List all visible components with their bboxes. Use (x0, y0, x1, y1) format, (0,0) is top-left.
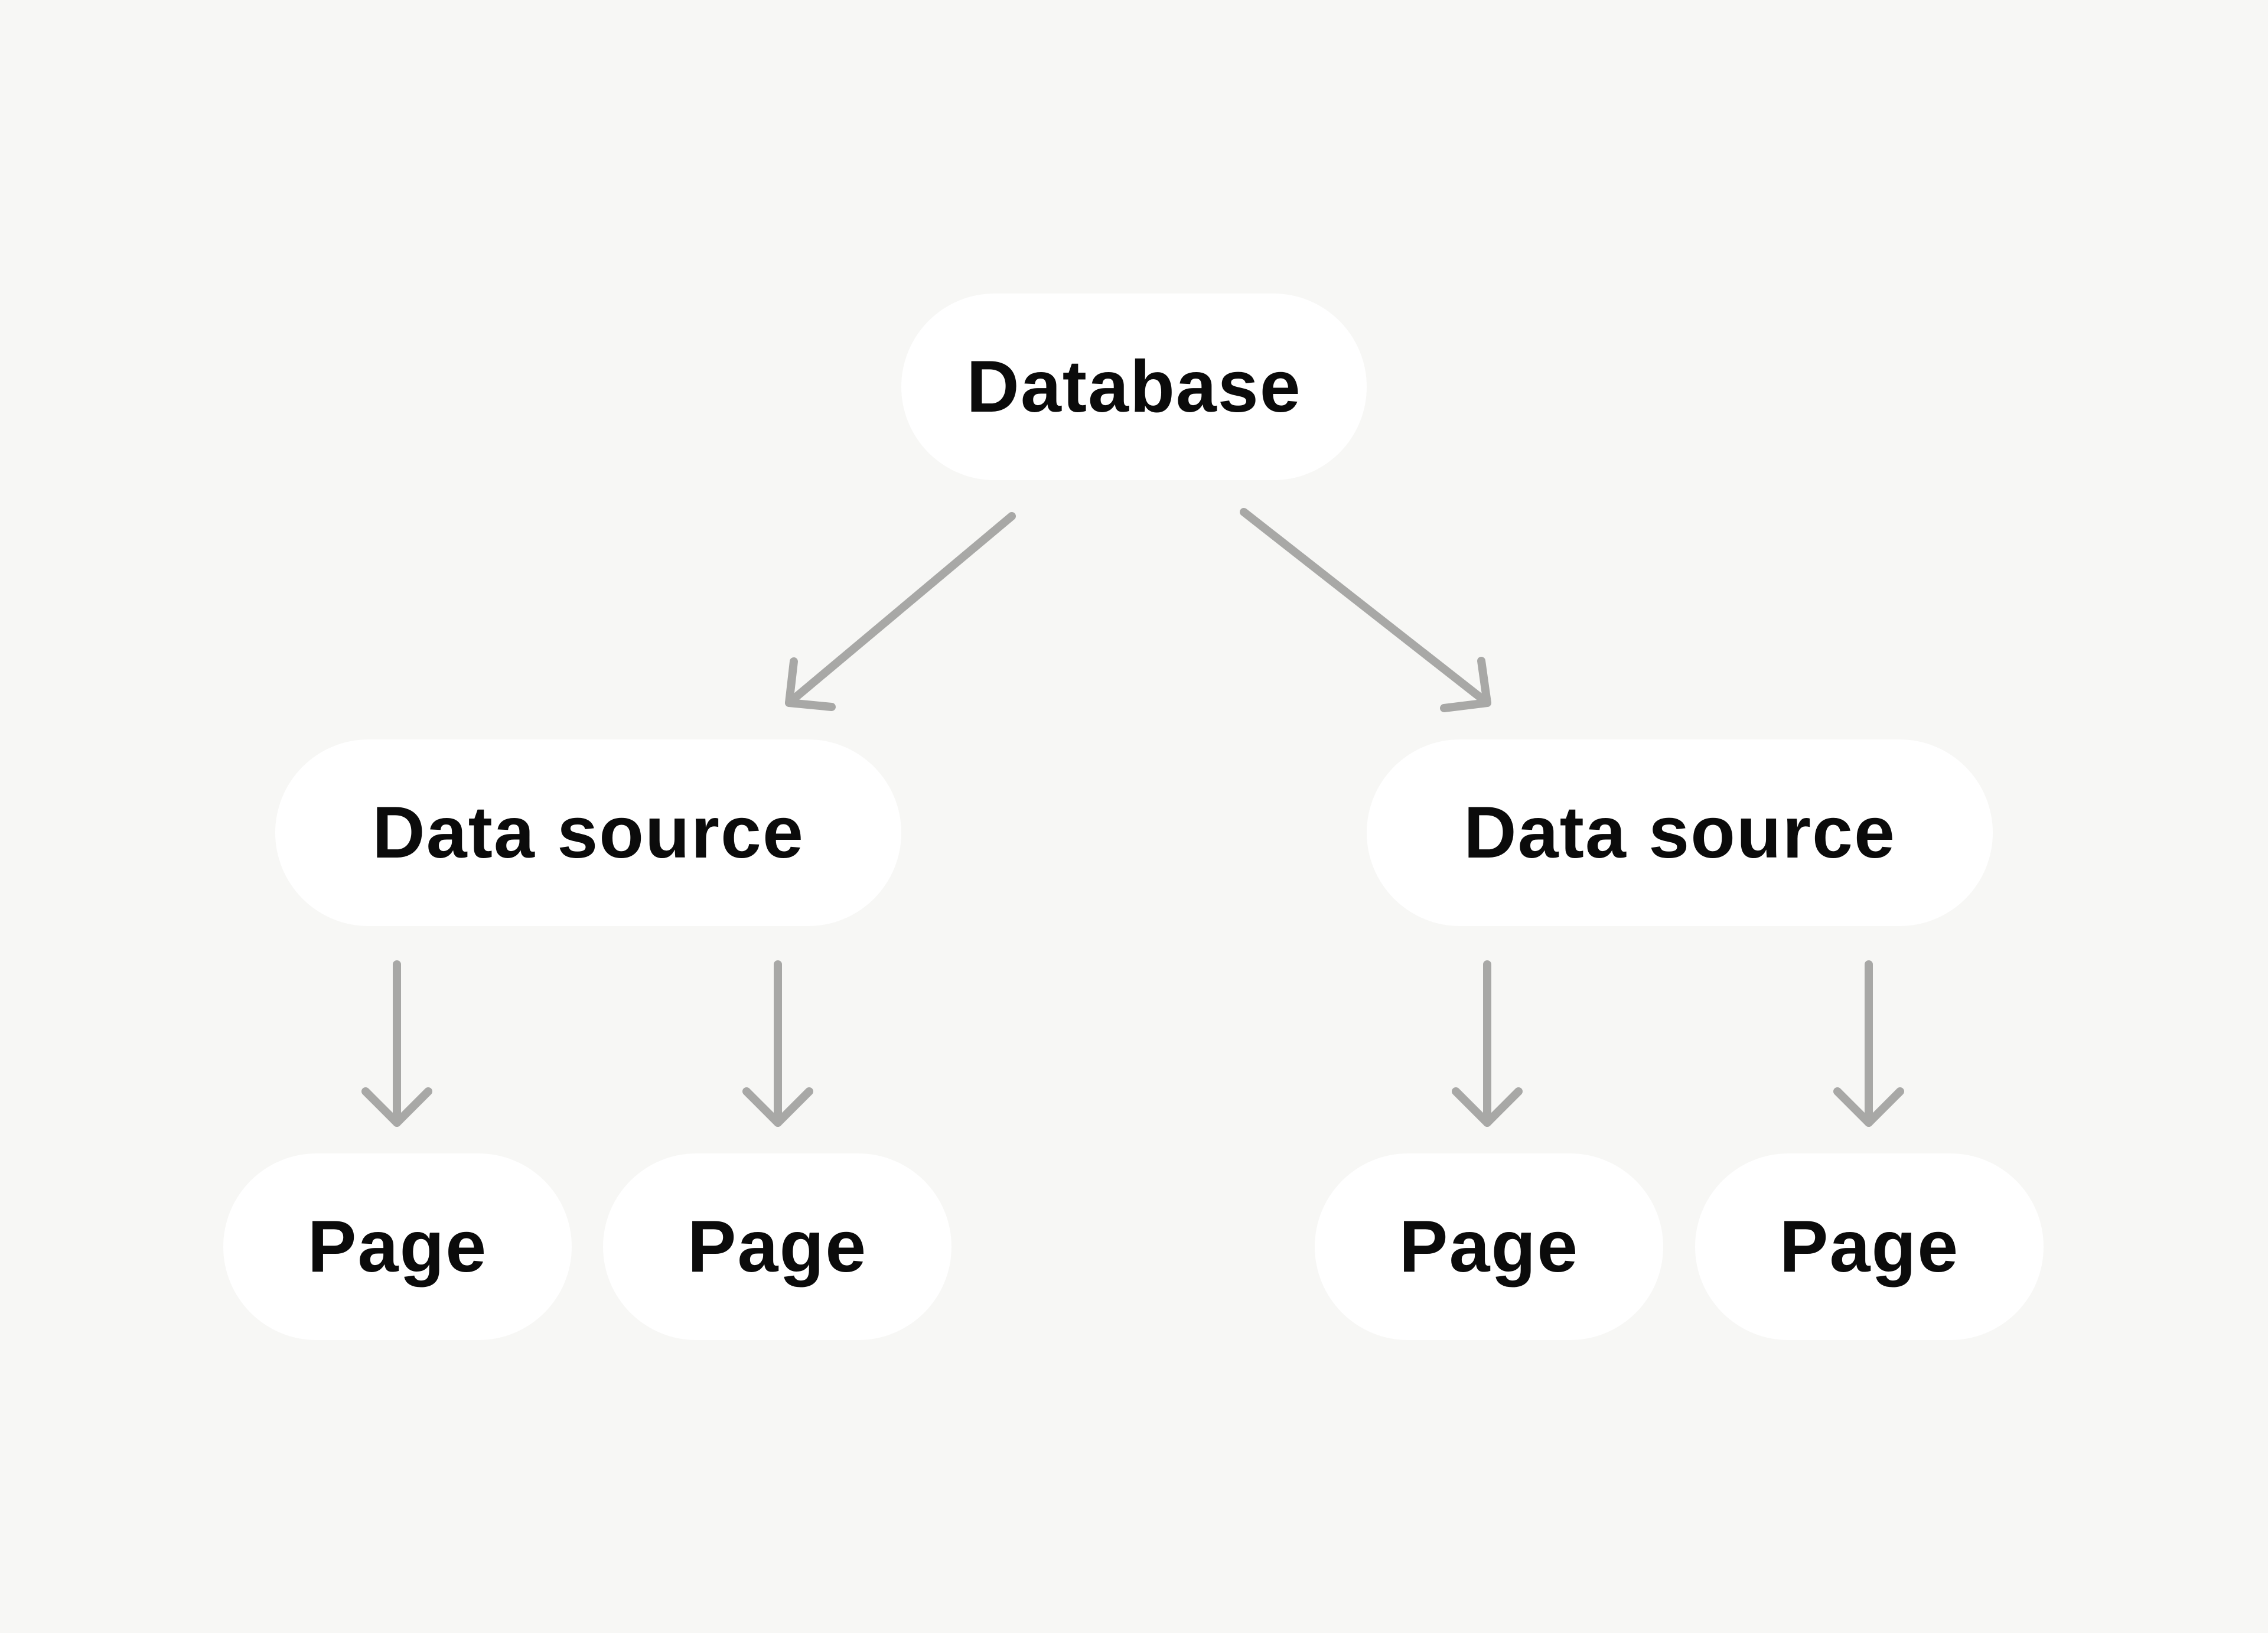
arrow-database-to-data-source-left (785, 512, 1016, 711)
arrow-data-source-right-to-page-1 (1452, 960, 1523, 1127)
node-page-2-label: Page (687, 1206, 868, 1288)
node-page-3-label: Page (1399, 1206, 1579, 1288)
node-page-3: Page (1315, 1153, 1663, 1340)
node-page-1: Page (223, 1153, 572, 1340)
arrow-data-source-left-to-page-1 (361, 960, 432, 1127)
node-database-label: Database (966, 346, 1302, 428)
node-page-2: Page (603, 1153, 951, 1340)
node-database: Database (901, 294, 1367, 480)
arrow-data-source-right-to-page-2 (1833, 960, 1904, 1127)
node-data-source-right: Data source (1367, 739, 1993, 926)
node-data-source-left-label: Data source (372, 792, 804, 873)
arrow-database-to-data-source-right (1240, 508, 1491, 712)
arrow-data-source-left-to-page-2 (742, 960, 813, 1127)
node-page-1-label: Page (307, 1206, 488, 1288)
node-page-4-label: Page (1779, 1206, 1960, 1288)
node-page-4: Page (1695, 1153, 2044, 1340)
node-data-source-left: Data source (275, 739, 901, 926)
node-data-source-right-label: Data source (1464, 792, 1896, 873)
